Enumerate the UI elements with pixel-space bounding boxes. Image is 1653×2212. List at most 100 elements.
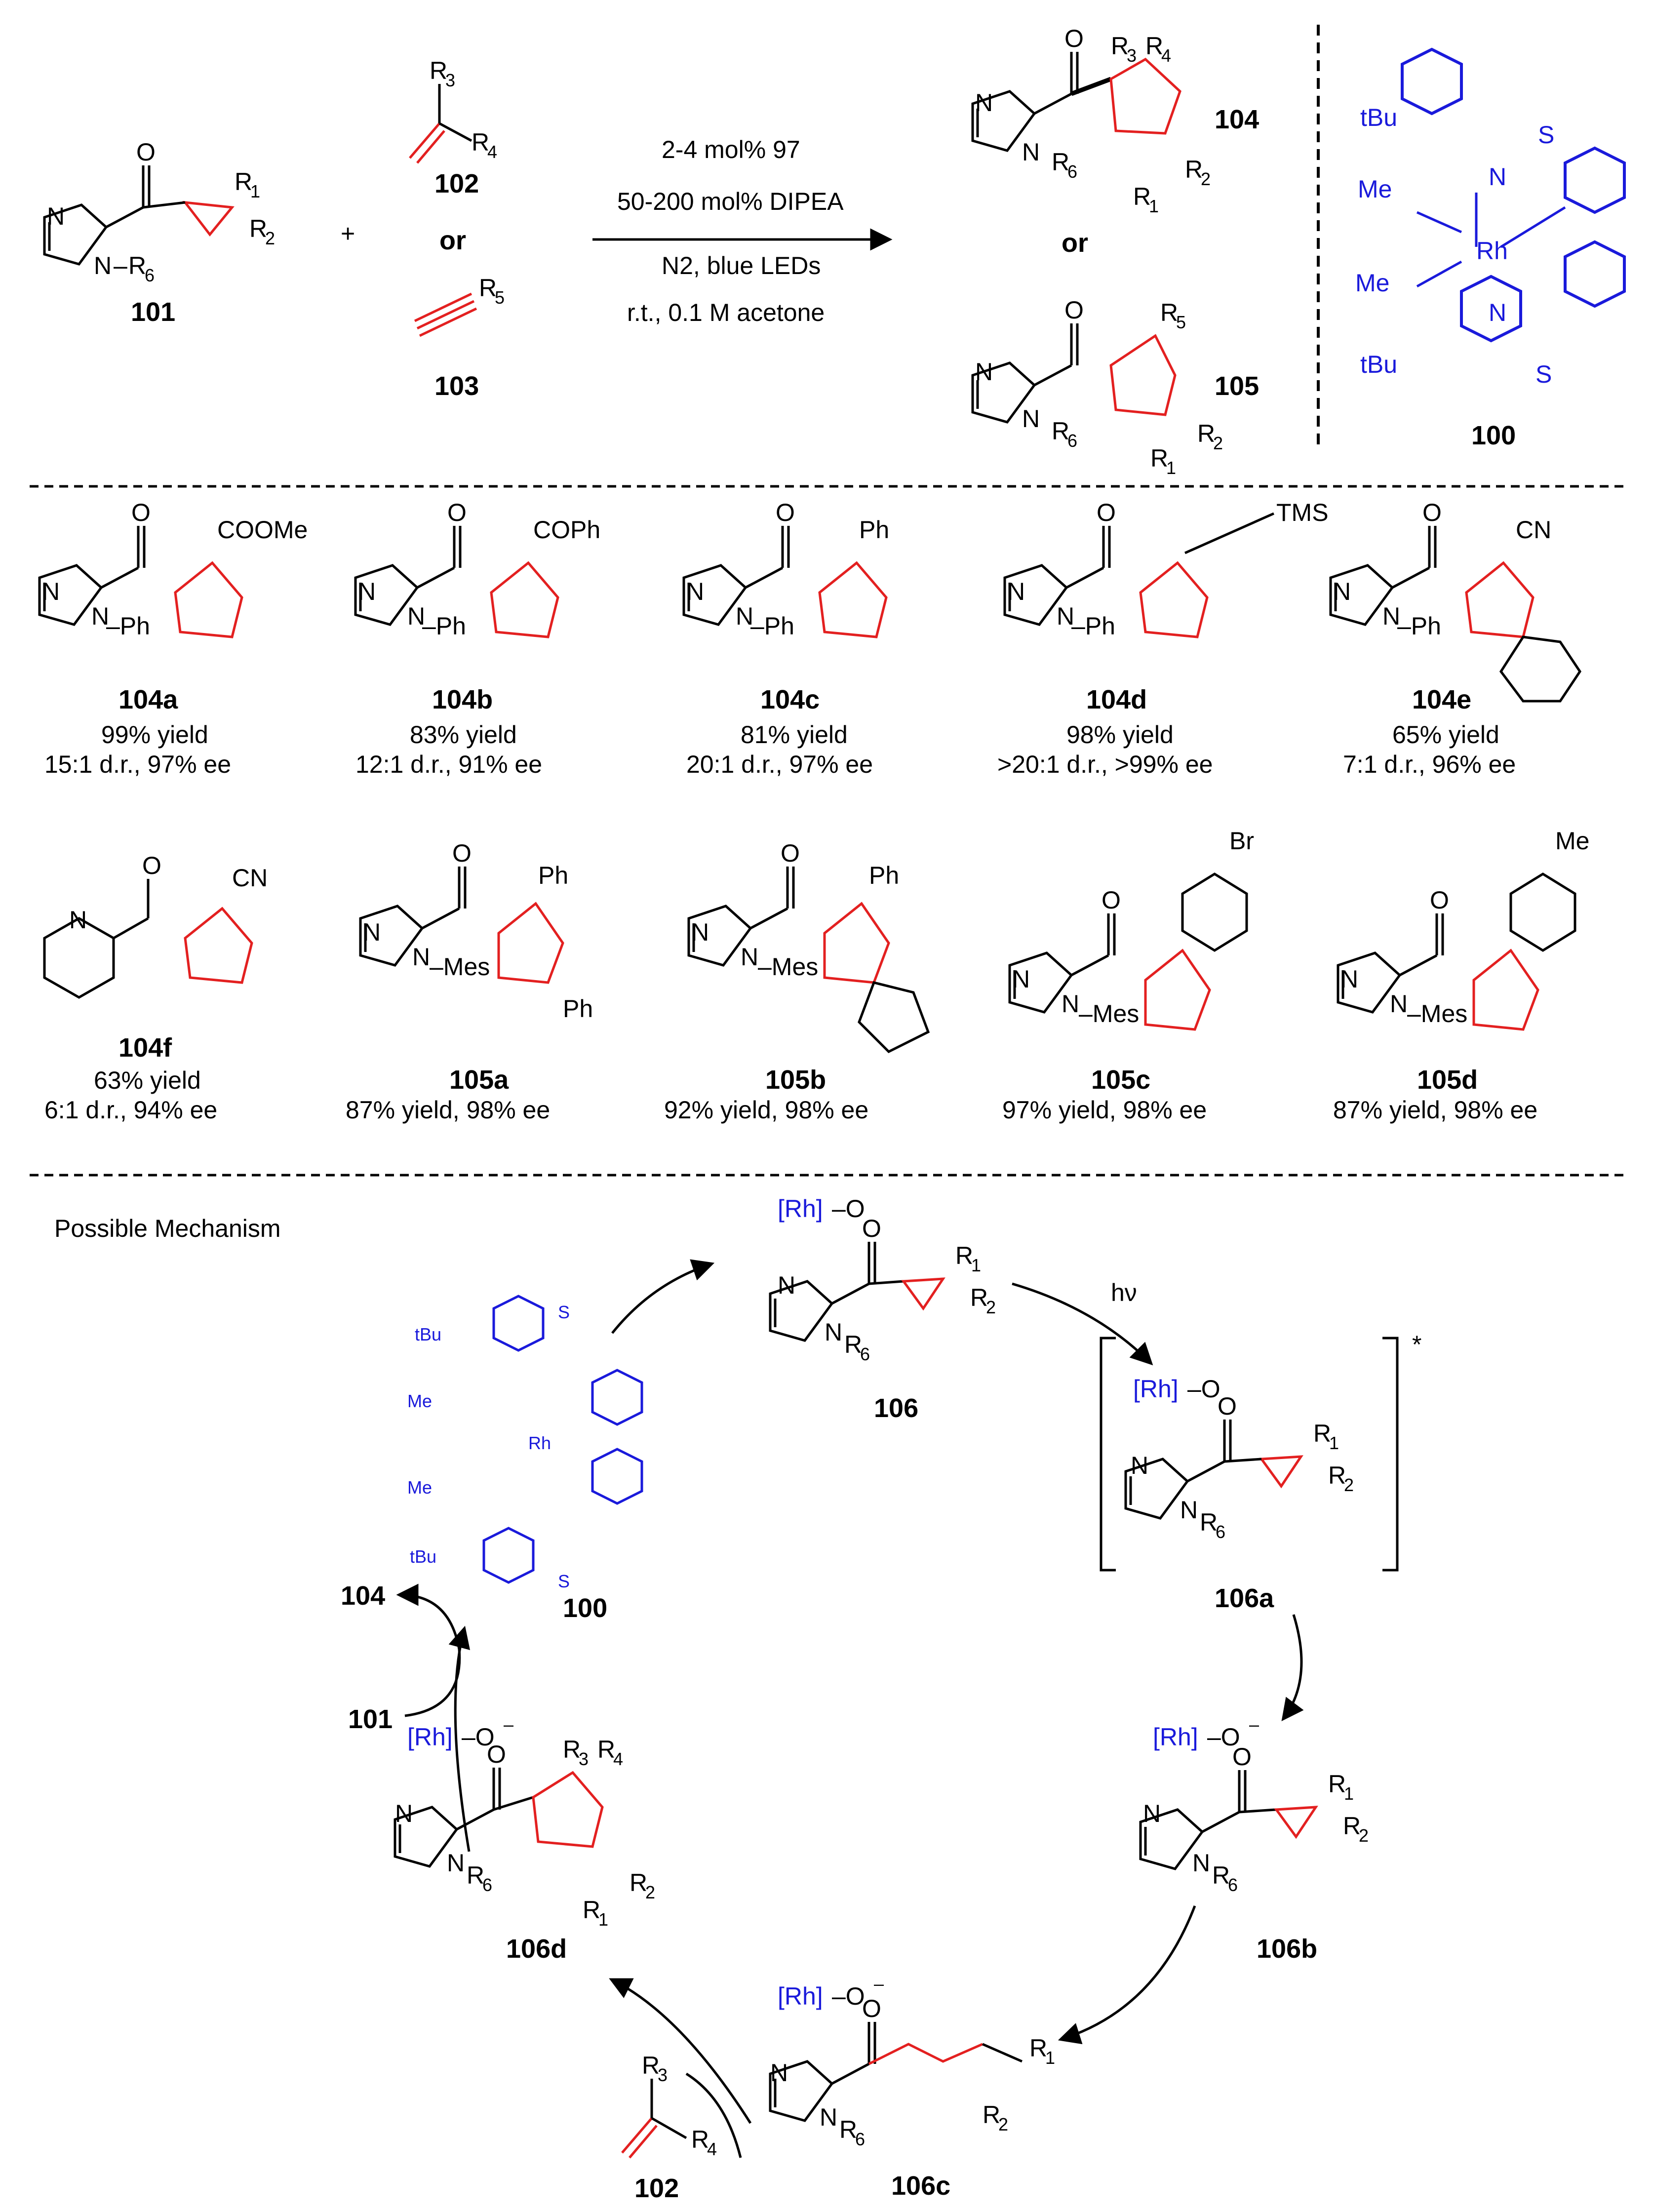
svg-text:R: R — [1133, 183, 1151, 210]
product-104: N N R6 R3 R4 R1 R2 104 — [973, 25, 1259, 216]
svg-text:R: R — [1197, 420, 1215, 447]
entry-104e: N N –Ph CN 104e 65% yield 7:1 d.r., 96% … — [1331, 499, 1582, 778]
svg-text:Ph: Ph — [563, 995, 593, 1023]
mech-106b: [Rh] –O – N N R6 R1 R2 106b — [1141, 1714, 1369, 1964]
svg-text:99% yield: 99% yield — [101, 721, 208, 749]
svg-text:6: 6 — [482, 1875, 492, 1895]
svg-text:hν: hν — [1111, 1279, 1137, 1306]
svg-text:N: N — [1022, 405, 1040, 433]
mech-106: [Rh] –O N N R6 R1 R2 106 — [770, 1195, 996, 1423]
svg-text:R: R — [249, 215, 267, 242]
svg-text:6: 6 — [855, 2129, 865, 2149]
entry-105d: N N –Mes Me 105d 87% yield, 98% ee — [1333, 827, 1589, 1124]
svg-text:65% yield: 65% yield — [1392, 721, 1499, 749]
svg-text:104f: 104f — [118, 1033, 172, 1063]
svg-text:R: R — [983, 2101, 1000, 2129]
svg-text:105c: 105c — [1091, 1065, 1150, 1095]
svg-text:[Rh]: [Rh] — [1153, 1723, 1198, 1751]
svg-text:R: R — [467, 1861, 484, 1889]
mech-106c: [Rh] –O – N N R6 R1 R2 106c — [770, 1974, 1055, 2201]
svg-text:–Mes: –Mes — [430, 953, 490, 981]
svg-text:R: R — [1328, 1462, 1346, 1489]
svg-text:N: N — [69, 906, 87, 934]
svg-text:2-4 mol% 97: 2-4 mol% 97 — [662, 136, 800, 163]
svg-text:N: N — [412, 943, 430, 971]
mech-106d: [Rh] –O – N N R6 R3 R4 R1 R2 106d — [395, 1714, 655, 1964]
svg-text:15:1 d.r., 97% ee: 15:1 d.r., 97% ee — [44, 750, 231, 778]
svg-text:1: 1 — [250, 181, 260, 201]
svg-text:7:1 d.r., 96% ee: 7:1 d.r., 96% ee — [1343, 750, 1516, 778]
svg-text:–Mes: –Mes — [758, 953, 818, 981]
svg-text:+: + — [341, 220, 355, 247]
svg-text:6: 6 — [145, 265, 155, 285]
svg-text:R: R — [1185, 156, 1203, 183]
svg-text:N: N — [1489, 299, 1506, 326]
svg-text:–: – — [1249, 1714, 1259, 1735]
svg-text:N: N — [1062, 990, 1079, 1018]
svg-text:Me: Me — [1358, 175, 1392, 203]
svg-text:4: 4 — [707, 2139, 717, 2159]
alkyne-103: R5 103 — [414, 274, 505, 401]
svg-text:R: R — [430, 57, 447, 84]
svg-text:R: R — [630, 1869, 647, 1896]
svg-text:R: R — [472, 128, 489, 156]
svg-text:N: N — [1382, 602, 1400, 630]
svg-text:tBu: tBu — [1360, 104, 1397, 131]
svg-text:–: – — [504, 1714, 513, 1735]
svg-text:2: 2 — [1201, 169, 1211, 189]
svg-text:2: 2 — [1213, 433, 1223, 453]
svg-text:63% yield: 63% yield — [94, 1066, 201, 1094]
svg-text:1: 1 — [1045, 2048, 1055, 2068]
svg-text:N: N — [741, 943, 758, 971]
svg-text:R: R — [1052, 417, 1069, 445]
svg-text:104: 104 — [1215, 105, 1259, 134]
conditions: 2-4 mol% 97 50-200 mol% DIPEA N2, blue L… — [592, 136, 893, 326]
svg-text:101: 101 — [348, 1704, 393, 1734]
svg-text:2: 2 — [998, 2114, 1008, 2134]
svg-text:N2, blue LEDs: N2, blue LEDs — [662, 252, 821, 279]
svg-text:2: 2 — [265, 228, 275, 248]
mech-102: R3 R4 102 — [621, 2052, 717, 2203]
svg-text:102: 102 — [634, 2173, 679, 2203]
svg-text:87% yield, 98% ee: 87% yield, 98% ee — [1333, 1096, 1537, 1124]
svg-text:6: 6 — [1067, 431, 1077, 451]
svg-text:105a: 105a — [449, 1065, 509, 1095]
svg-text:87% yield, 98% ee: 87% yield, 98% ee — [346, 1096, 550, 1124]
svg-text:104c: 104c — [760, 685, 820, 714]
alkene-102: R3 R4 102 — [409, 57, 497, 198]
svg-text:83% yield: 83% yield — [410, 721, 517, 749]
svg-text:–Mes: –Mes — [1407, 1000, 1467, 1027]
svg-text:R: R — [691, 2126, 709, 2153]
svg-text:5: 5 — [1176, 312, 1186, 332]
svg-text:S: S — [558, 1302, 570, 1322]
svg-text:[Rh]: [Rh] — [407, 1723, 453, 1751]
svg-text:106b: 106b — [1257, 1934, 1317, 1964]
svg-text:CN: CN — [232, 864, 268, 892]
svg-text:104b: 104b — [432, 685, 493, 714]
svg-text:tBu: tBu — [415, 1324, 441, 1344]
svg-text:S: S — [1535, 360, 1552, 388]
svg-text:tBu: tBu — [1360, 351, 1397, 378]
svg-text:81% yield: 81% yield — [741, 721, 848, 749]
svg-text:1: 1 — [1344, 1783, 1354, 1804]
svg-text:2: 2 — [986, 1297, 996, 1317]
svg-text:R: R — [583, 1896, 600, 1924]
svg-text:104d: 104d — [1086, 685, 1147, 714]
svg-text:Br: Br — [1229, 827, 1254, 855]
svg-text:3: 3 — [1127, 45, 1137, 66]
svg-text:3: 3 — [579, 1749, 589, 1769]
svg-text:4: 4 — [487, 142, 497, 162]
svg-text:N: N — [447, 1849, 465, 1877]
svg-text:–Ph: –Ph — [1397, 612, 1441, 640]
entry-105c: N N –Mes Br 105c 97% yield, 98% ee — [1002, 827, 1254, 1124]
svg-text:4: 4 — [613, 1749, 623, 1769]
svg-text:5: 5 — [495, 287, 505, 308]
svg-text:4: 4 — [1161, 45, 1171, 66]
svg-text:12:1 d.r., 91% ee: 12:1 d.r., 91% ee — [355, 750, 542, 778]
svg-text:R: R — [642, 2052, 660, 2079]
mech-turnover: 104 101 — [341, 1581, 393, 1734]
entry-105a: N N –Mes Ph Ph 105a 87% yield, 98% ee — [346, 839, 593, 1124]
entry-104d: N N –Ph TMS 104d 98% yield >20:1 d.r., >… — [997, 499, 1329, 778]
svg-text:r.t., 0.1 M acetone: r.t., 0.1 M acetone — [627, 299, 825, 326]
